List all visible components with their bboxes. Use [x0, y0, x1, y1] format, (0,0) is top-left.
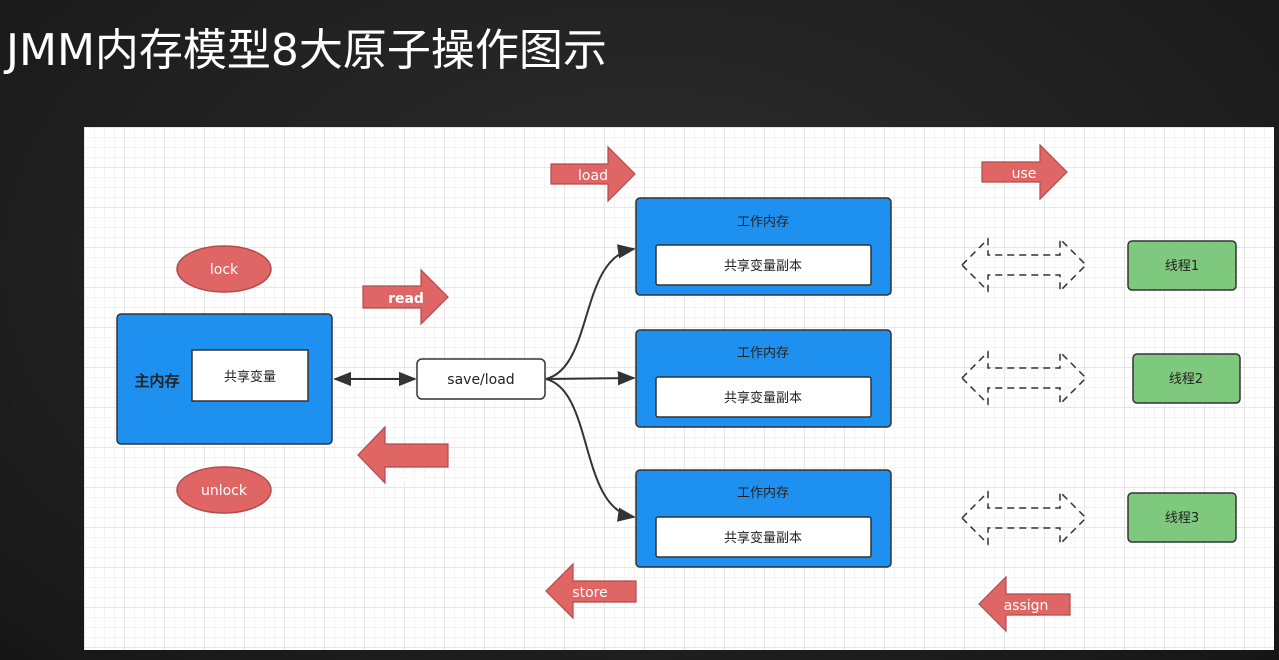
read-op: read	[362, 268, 449, 326]
page-title: JMM内存模型8大原子操作图示	[6, 25, 607, 76]
load-op: load	[550, 145, 636, 203]
assign-label: assign	[1004, 598, 1049, 614]
unlock-label: unlock	[201, 483, 248, 499]
thread-3: 线程3	[1127, 492, 1237, 543]
use-op: use	[981, 143, 1068, 201]
load-label: load	[578, 168, 608, 184]
work-memory-3: 工作内存 共享变量副本	[635, 469, 892, 568]
work-memory-2: 工作内存 共享变量副本	[635, 329, 892, 428]
shared-copy-label: 共享变量副本	[724, 258, 802, 274]
store-op: store	[545, 562, 637, 620]
connector-to-work-memory-1	[545, 244, 636, 380]
diagram-canvas: lock unlock 主内存 共享变量 save/load read load…	[84, 127, 1274, 650]
lock-op: lock	[176, 245, 272, 293]
shared-copy-label: 共享变量副本	[724, 530, 802, 546]
work-memory-label: 工作内存	[737, 345, 789, 361]
store-label: store	[572, 585, 607, 601]
write-label: write	[385, 470, 420, 486]
shared-variable-label: 共享变量	[224, 369, 276, 385]
save-load-node: save/load	[416, 358, 546, 400]
main-memory-label: 主内存	[134, 372, 179, 390]
save-load-label: save/load	[447, 372, 514, 388]
dashed-double-arrow-3	[960, 490, 1088, 546]
thread-label: 线程3	[1165, 511, 1199, 526]
lock-label: lock	[210, 262, 239, 278]
work-memory-label: 工作内存	[737, 485, 789, 501]
use-label: use	[1012, 166, 1037, 182]
thread-2: 线程2	[1132, 353, 1241, 404]
shared-copy-label: 共享变量副本	[724, 390, 802, 406]
thread-label: 线程1	[1165, 259, 1199, 274]
write-op: write	[357, 425, 449, 486]
main-memory: 主内存 共享变量	[116, 313, 333, 445]
dashed-double-arrow-1	[960, 237, 1088, 293]
diagram-svg: lock unlock 主内存 共享变量 save/load read load…	[116, 143, 1241, 633]
work-memory-1: 工作内存 共享变量副本	[635, 197, 892, 296]
thread-1: 线程1	[1127, 240, 1237, 291]
connector-to-work-memory-2	[545, 370, 636, 386]
work-memory-label: 工作内存	[737, 214, 789, 230]
assign-op: assign	[978, 575, 1071, 633]
connector-to-work-memory-3	[545, 378, 636, 522]
dashed-double-arrow-2	[960, 350, 1088, 406]
thread-label: 线程2	[1169, 372, 1203, 387]
connectors	[333, 244, 636, 522]
unlock-op: unlock	[176, 466, 272, 514]
read-label: read	[388, 291, 424, 307]
